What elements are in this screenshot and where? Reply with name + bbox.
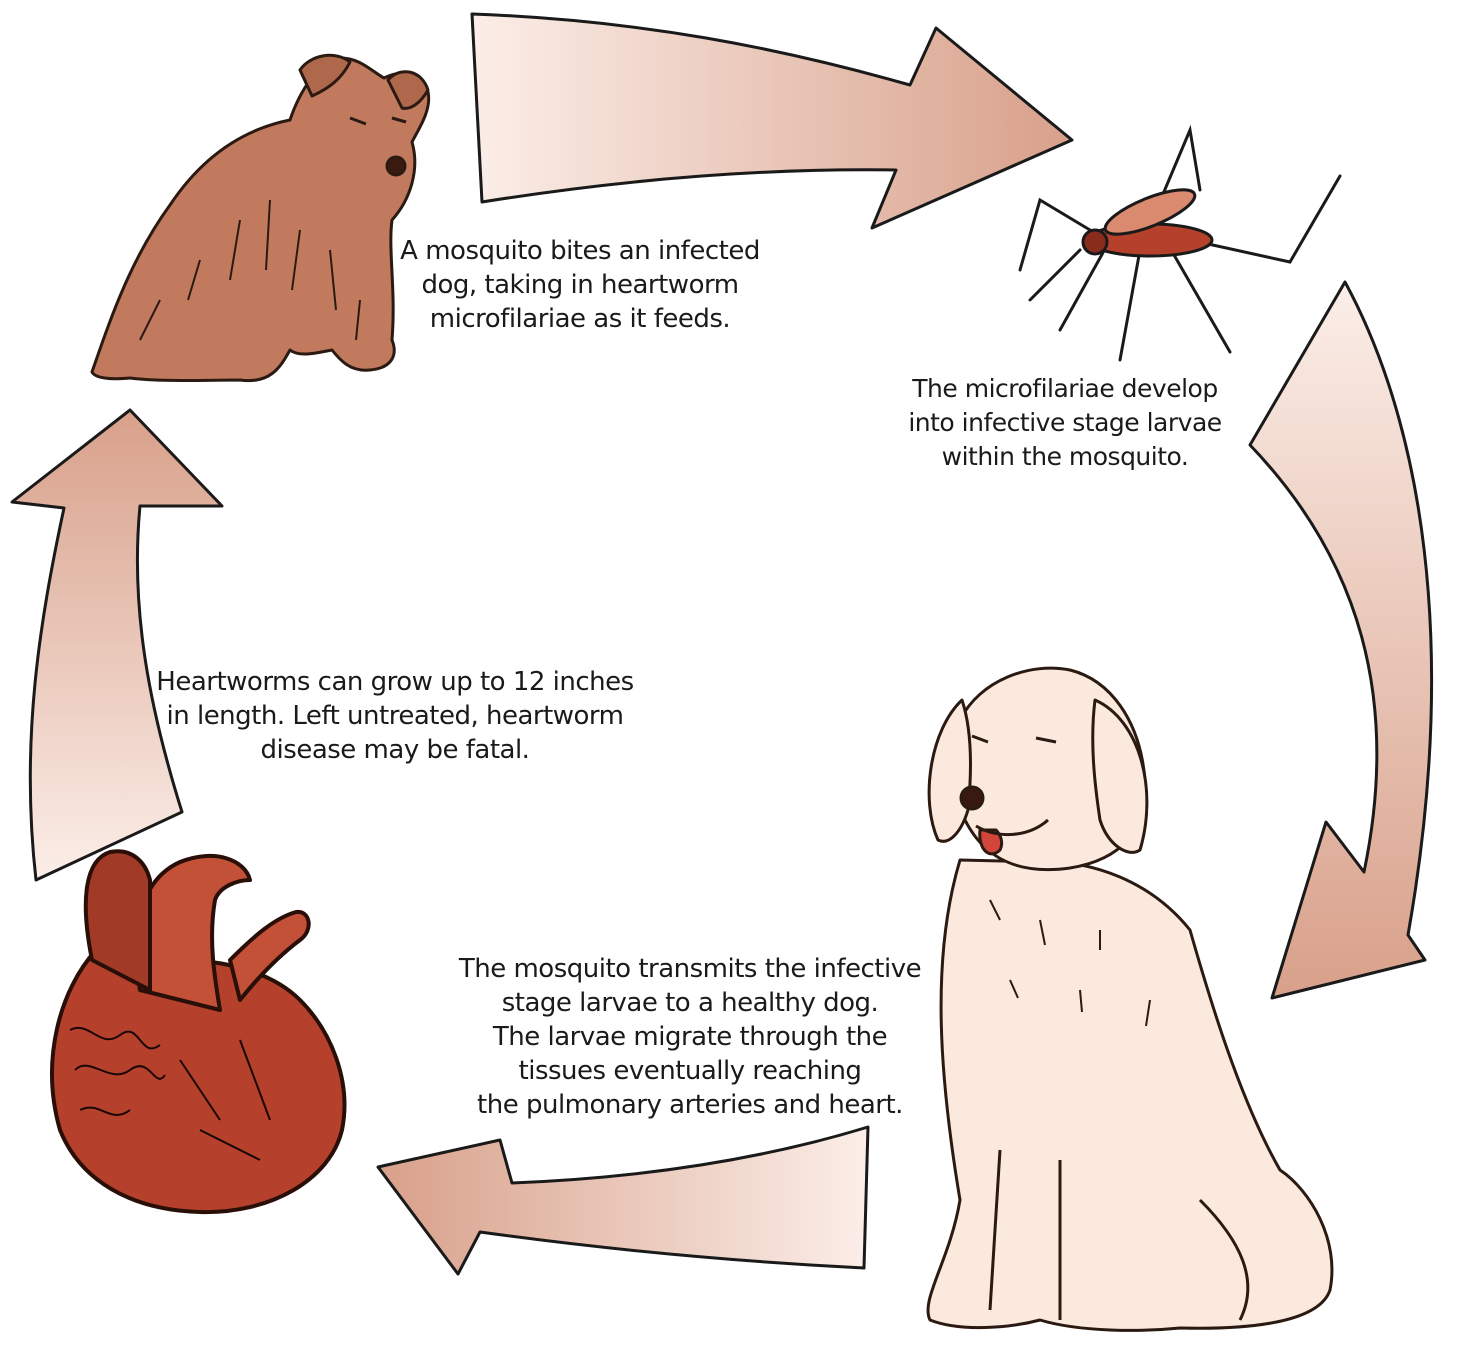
infected-dog-illustration xyxy=(92,55,429,380)
caption-line: microfilariae as it feeds. xyxy=(380,302,780,336)
step-caption-mosquito-bites: A mosquito bites an infected dog, taking… xyxy=(380,234,780,336)
caption-line: The microfilariae develop xyxy=(880,372,1250,406)
caption-line: The mosquito transmits the infective xyxy=(440,952,940,986)
healthy-dog-nose xyxy=(961,787,983,809)
step-caption-heartworms-grow: Heartworms can grow up to 12 inches in l… xyxy=(150,665,640,767)
infected-dog-body xyxy=(92,58,429,381)
arrow-mosquito-to-healthy-dog xyxy=(1250,282,1432,998)
caption-line: Heartworms can grow up to 12 inches xyxy=(150,665,640,699)
caption-line: stage larvae to a healthy dog. xyxy=(440,986,940,1020)
arrow-heart-to-infected-dog xyxy=(12,410,222,880)
step-caption-larvae-develop: The microfilariae develop into infective… xyxy=(880,372,1250,474)
caption-line: the pulmonary arteries and heart. xyxy=(440,1088,940,1122)
caption-line: within the mosquito. xyxy=(880,440,1250,474)
caption-line: dog, taking in heartworm xyxy=(380,268,780,302)
healthy-dog-body xyxy=(928,860,1332,1330)
healthy-dog-ear-left xyxy=(929,700,970,841)
heart-illustration xyxy=(52,851,344,1212)
arrow-dog-to-mosquito xyxy=(472,14,1072,228)
step-caption-transmission: The mosquito transmits the infective sta… xyxy=(440,952,940,1122)
caption-line: The larvae migrate through the xyxy=(440,1020,940,1054)
mosquito-illustration xyxy=(1020,130,1340,360)
caption-line: tissues eventually reaching xyxy=(440,1054,940,1088)
mosquito-head xyxy=(1083,230,1107,254)
caption-line: A mosquito bites an infected xyxy=(380,234,780,268)
infected-dog-nose xyxy=(387,157,405,175)
caption-line: disease may be fatal. xyxy=(150,733,640,767)
arrow-healthy-dog-to-heart xyxy=(378,1127,868,1274)
caption-line: in length. Left untreated, heartworm xyxy=(150,699,640,733)
caption-line: into infective stage larvae xyxy=(880,406,1250,440)
